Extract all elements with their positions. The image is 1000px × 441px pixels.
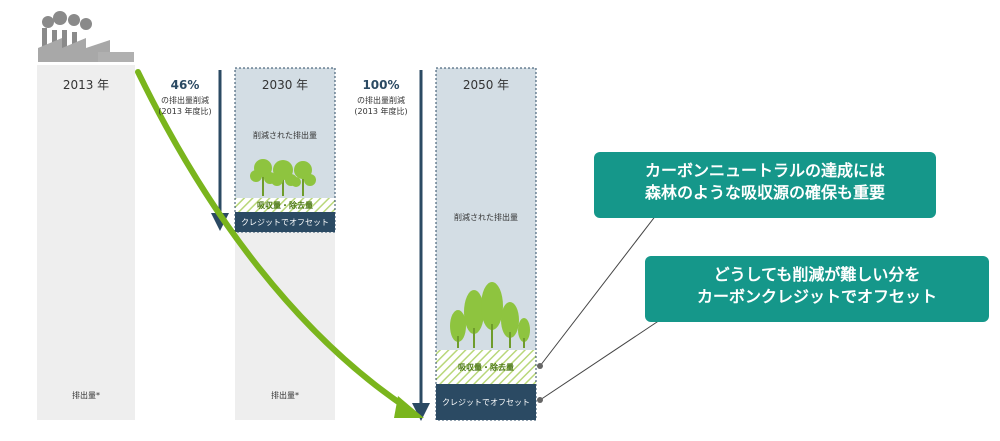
tree-icon xyxy=(450,282,530,348)
reduced-emissions-label-2050: 削減された排出量 xyxy=(454,213,518,222)
callout-connector-2 xyxy=(539,319,661,401)
emission-trend-curve xyxy=(135,69,407,409)
reduction-note-2030: の排出量削減 (2013 年度比) xyxy=(158,96,212,116)
year-label-2030: 2030 年 xyxy=(261,78,309,92)
emissions-label-2030: 排出量* xyxy=(271,391,299,400)
bar-2030-outline xyxy=(234,67,336,233)
reduction-percent-2030: 46% xyxy=(170,78,200,92)
connector-dot xyxy=(537,363,543,369)
absorption-label-2050: 吸収量・除去量 xyxy=(458,363,514,372)
callout-forest-absorption: カーボンニュートラルの達成には 森林のような吸収源の確保も重要 xyxy=(594,152,936,218)
factory-icon xyxy=(38,11,134,62)
absorption-label-2030: 吸収量・除去量 xyxy=(257,201,313,210)
bar-2050-absorption xyxy=(436,350,536,384)
bar-2050-outline xyxy=(435,67,537,421)
year-label-2050: 2050 年 xyxy=(462,78,510,92)
reduced-emissions-label-2030: 削減された排出量 xyxy=(253,131,317,140)
offset-label-2050: クレジットでオフセット xyxy=(442,398,530,407)
callout-connector-1 xyxy=(539,209,661,367)
bar-2013 xyxy=(37,65,135,420)
offset-label-2030: クレジットでオフセット xyxy=(241,218,329,227)
reduction-note-2050: の排出量削減 (2013 年度比) xyxy=(354,96,408,116)
tree-icon xyxy=(250,159,316,196)
year-label-2013: 2013 年 xyxy=(62,78,110,92)
bar-2030-absorption xyxy=(235,198,335,212)
emissions-label-2013: 排出量* xyxy=(72,391,100,400)
connector-dot xyxy=(537,397,543,403)
trend-arrowhead xyxy=(394,396,424,418)
bar-2050-offset xyxy=(436,384,536,420)
reduction-percent-2050: 100% xyxy=(362,78,400,92)
callout-carbon-credit-offset: どうしても削減が難しい分を カーボンクレジットでオフセット xyxy=(645,256,989,322)
bar-2030-offset xyxy=(235,212,335,232)
